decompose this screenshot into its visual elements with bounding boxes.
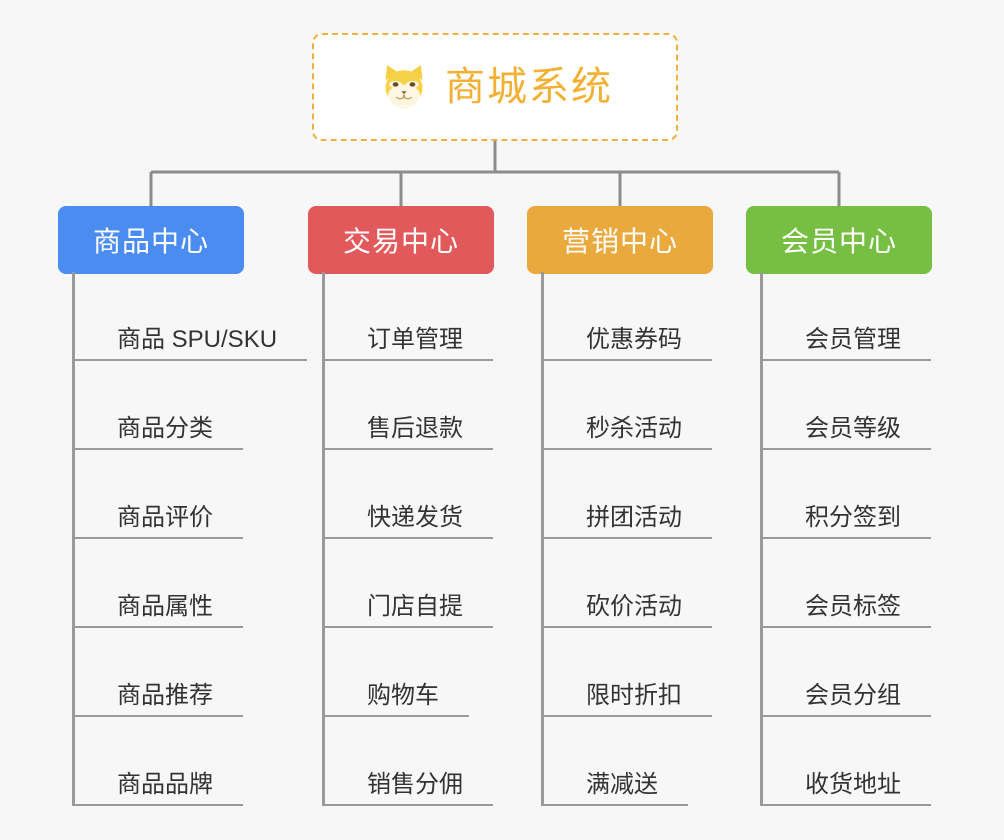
category-box-marketing-center[interactable]: 营销中心 xyxy=(527,206,713,274)
leaf-label-underline: 拼团活动 xyxy=(544,503,712,539)
category-title: 会员中心 xyxy=(780,226,897,257)
leaf-spine xyxy=(72,272,75,806)
leaf-label-underline: 砍价活动 xyxy=(544,592,712,628)
leaf-item[interactable]: 积分签到 xyxy=(760,450,931,539)
leaf-item[interactable]: 商品属性 xyxy=(72,539,243,628)
leaf-label-underline: 商品评价 xyxy=(75,503,243,539)
leaf-item[interactable]: 订单管理 xyxy=(322,272,493,361)
leaf-item-label: 积分签到 xyxy=(805,503,901,531)
leaf-item-label: 拼团活动 xyxy=(586,503,682,531)
leaf-label-underline: 商品品牌 xyxy=(75,770,243,806)
leaf-item-label: 优惠券码 xyxy=(586,325,682,353)
leaf-item-label: 商品分类 xyxy=(117,414,213,442)
leaf-label-underline: 销售分佣 xyxy=(325,770,493,806)
leaf-item-label: 商品 SPU/SKU xyxy=(117,325,278,353)
leaf-spine xyxy=(322,272,325,806)
leaf-item[interactable]: 拼团活动 xyxy=(541,450,712,539)
leaf-item[interactable]: 门店自提 xyxy=(322,539,493,628)
leaf-item[interactable]: 商品 SPU/SKU xyxy=(72,272,308,361)
leaf-label-underline: 优惠券码 xyxy=(544,325,712,361)
leaf-label-underline: 限时折扣 xyxy=(544,681,712,717)
leaf-item-label: 商品品牌 xyxy=(117,770,213,798)
category-title: 商品中心 xyxy=(92,226,209,257)
leaf-label-underline: 商品分类 xyxy=(75,414,243,450)
leaf-item-label: 商品评价 xyxy=(117,503,213,531)
leaf-item-label: 商品推荐 xyxy=(117,681,213,709)
leaf-item-label: 购物车 xyxy=(367,681,439,709)
leaf-item-label: 会员管理 xyxy=(805,325,901,353)
leaf-label-underline: 订单管理 xyxy=(325,325,493,361)
leaf-label-underline: 会员分组 xyxy=(763,681,931,717)
leaf-item[interactable]: 快递发货 xyxy=(322,450,493,539)
leaf-label-underline: 会员标签 xyxy=(763,592,931,628)
leaf-label-underline: 门店自提 xyxy=(325,592,493,628)
leaf-item-label: 销售分佣 xyxy=(367,770,463,798)
leaf-item-label: 会员标签 xyxy=(805,592,901,620)
leaf-item[interactable]: 秒杀活动 xyxy=(541,361,712,450)
leaf-item[interactable]: 商品评价 xyxy=(72,450,243,539)
leaf-item-label: 秒杀活动 xyxy=(586,414,682,442)
category-box-product-center[interactable]: 商品中心 xyxy=(58,206,244,274)
leaf-label-underline: 快递发货 xyxy=(325,503,493,539)
root-title: 商城系统 xyxy=(445,65,613,109)
leaf-label-underline: 秒杀活动 xyxy=(544,414,712,450)
leaf-item[interactable]: 购物车 xyxy=(322,628,469,717)
leaf-label-underline: 会员管理 xyxy=(763,325,931,361)
leaf-item-label: 会员等级 xyxy=(805,414,901,442)
leaf-item-label: 售后退款 xyxy=(367,414,463,442)
leaf-item[interactable]: 限时折扣 xyxy=(541,628,712,717)
leaf-item[interactable]: 商品品牌 xyxy=(72,717,243,806)
leaf-item[interactable]: 砍价活动 xyxy=(541,539,712,628)
category-box-member-center[interactable]: 会员中心 xyxy=(746,206,932,274)
leaf-item-label: 会员分组 xyxy=(805,681,901,709)
leaf-label-underline: 满减送 xyxy=(544,770,688,806)
leaf-item[interactable]: 会员标签 xyxy=(760,539,931,628)
leaf-item[interactable]: 收货地址 xyxy=(760,717,931,806)
leaf-item[interactable]: 会员等级 xyxy=(760,361,931,450)
leaf-item[interactable]: 商品分类 xyxy=(72,361,243,450)
leaf-item-label: 限时折扣 xyxy=(586,681,682,709)
category-title: 营销中心 xyxy=(561,226,678,257)
leaf-label-underline: 售后退款 xyxy=(325,414,493,450)
leaf-item-label: 订单管理 xyxy=(367,325,463,353)
root-node[interactable]: 商城系统 xyxy=(312,33,678,141)
leaf-label-underline: 积分签到 xyxy=(763,503,931,539)
leaf-item[interactable]: 满减送 xyxy=(541,717,688,806)
category-title: 交易中心 xyxy=(342,226,459,257)
leaf-item[interactable]: 销售分佣 xyxy=(322,717,493,806)
leaf-item[interactable]: 优惠券码 xyxy=(541,272,712,361)
leaf-item-label: 商品属性 xyxy=(117,592,213,620)
leaf-item-label: 门店自提 xyxy=(367,592,463,620)
leaf-item[interactable]: 会员管理 xyxy=(760,272,931,361)
leaf-item[interactable]: 售后退款 xyxy=(322,361,493,450)
leaf-label-underline: 购物车 xyxy=(325,681,469,717)
leaf-label-underline: 商品属性 xyxy=(75,592,243,628)
leaf-label-underline: 商品推荐 xyxy=(75,681,243,717)
leaf-label-underline: 会员等级 xyxy=(763,414,931,450)
leaf-item[interactable]: 商品推荐 xyxy=(72,628,243,717)
leaf-label-underline: 收货地址 xyxy=(763,770,931,806)
leaf-label-underline: 商品 SPU/SKU xyxy=(75,325,308,361)
leaf-item[interactable]: 会员分组 xyxy=(760,628,931,717)
shiba-dog-icon xyxy=(377,60,431,114)
leaf-spine xyxy=(541,272,544,806)
leaf-item-label: 收货地址 xyxy=(805,770,901,798)
leaf-item-label: 满减送 xyxy=(586,770,658,798)
leaf-item-label: 快递发货 xyxy=(367,503,463,531)
leaf-spine xyxy=(760,272,763,806)
leaf-item-label: 砍价活动 xyxy=(586,592,682,620)
category-box-trade-center[interactable]: 交易中心 xyxy=(308,206,494,274)
